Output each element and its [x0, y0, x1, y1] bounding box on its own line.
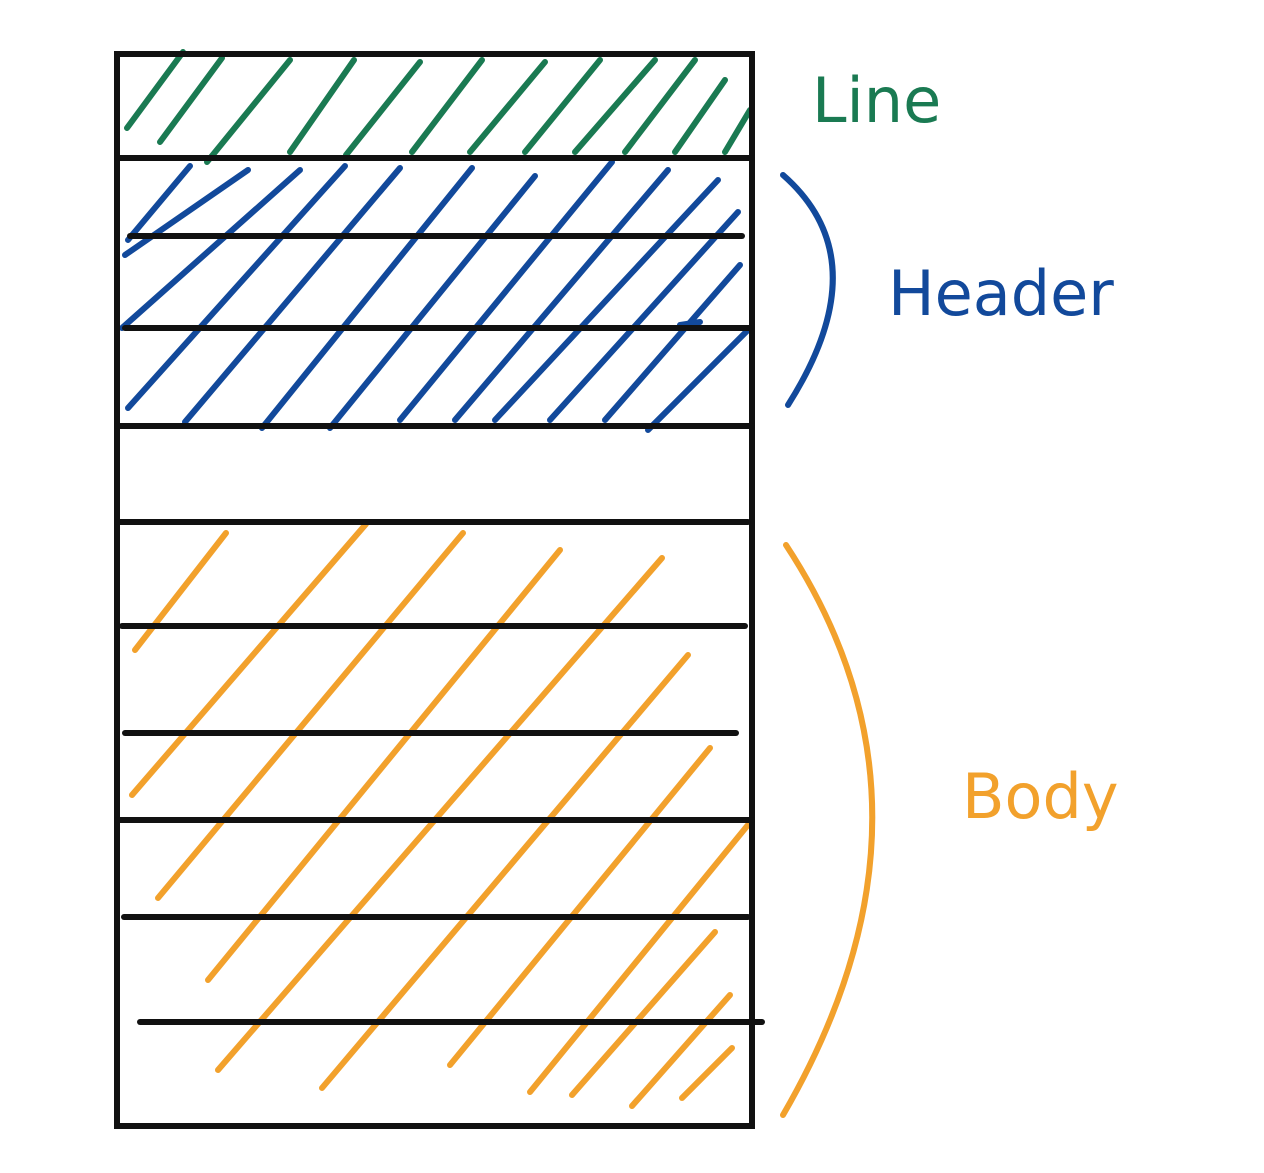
- line-hatch-stroke-9: [572, 57, 658, 155]
- body-section-hatching: [129, 521, 755, 1109]
- line-hatch-stroke-6: [409, 57, 485, 155]
- line-hatch-stroke-12: [722, 107, 753, 155]
- line-hatch-stroke-4: [287, 57, 357, 155]
- header-hatch-stroke-3: [119, 167, 303, 331]
- body-hatch-stroke-3: [155, 530, 466, 901]
- body-bracket: [780, 542, 876, 1118]
- header-hatch-stroke-9: [452, 167, 671, 423]
- header-section-hatching: [119, 159, 751, 433]
- line-hatch-stroke-3: [204, 57, 293, 165]
- header-label: Header: [888, 257, 1114, 330]
- body-hatch-stroke-6: [319, 652, 691, 1091]
- page-frame: [114, 51, 765, 1129]
- header-hatch-stroke-10: [492, 177, 721, 423]
- header-hatch-stroke-11: [547, 209, 741, 423]
- page-outline: [114, 51, 755, 1129]
- header-hatch-stroke-4: [125, 163, 348, 411]
- body-hatch-stroke-5: [215, 555, 665, 1073]
- header-bracket: [780, 172, 836, 408]
- header-hatch-stroke-6: [259, 165, 475, 431]
- line-hatch-stroke-7: [467, 59, 548, 155]
- body-hatch-stroke-11: [679, 1045, 735, 1101]
- line-hatch-stroke-8: [522, 57, 603, 155]
- header-hatch-stroke-8: [397, 159, 615, 423]
- body-hatch-stroke-1: [132, 530, 229, 653]
- body-hatch-stroke-2: [129, 521, 369, 798]
- line-section-hatching: [124, 49, 753, 165]
- line-label: Line: [812, 64, 941, 137]
- body-hatch-stroke-10: [629, 992, 733, 1109]
- header-hatch-stroke-14: [677, 319, 703, 328]
- body-hatch-stroke-9: [569, 929, 718, 1098]
- body-hatch-stroke-8: [527, 817, 755, 1095]
- line-hatch-stroke-5: [343, 59, 423, 158]
- body-hatch-stroke-7: [447, 745, 713, 1068]
- header-hatch-stroke-1: [125, 163, 193, 243]
- line-hatch-stroke-10: [622, 57, 698, 155]
- header-hatch-stroke-12: [602, 262, 743, 423]
- header-hatch-stroke-5: [182, 165, 403, 425]
- line-hatch-stroke-2: [157, 55, 225, 145]
- header-hatch-stroke-13: [645, 327, 751, 433]
- header-hatch-stroke-7: [327, 173, 538, 431]
- body-label: Body: [962, 760, 1119, 833]
- header-hatch-stroke-2: [122, 167, 251, 258]
- line-hatch-stroke-1: [124, 49, 186, 131]
- line-hatch-stroke-11: [672, 77, 728, 155]
- body-hatch-stroke-4: [205, 547, 563, 983]
